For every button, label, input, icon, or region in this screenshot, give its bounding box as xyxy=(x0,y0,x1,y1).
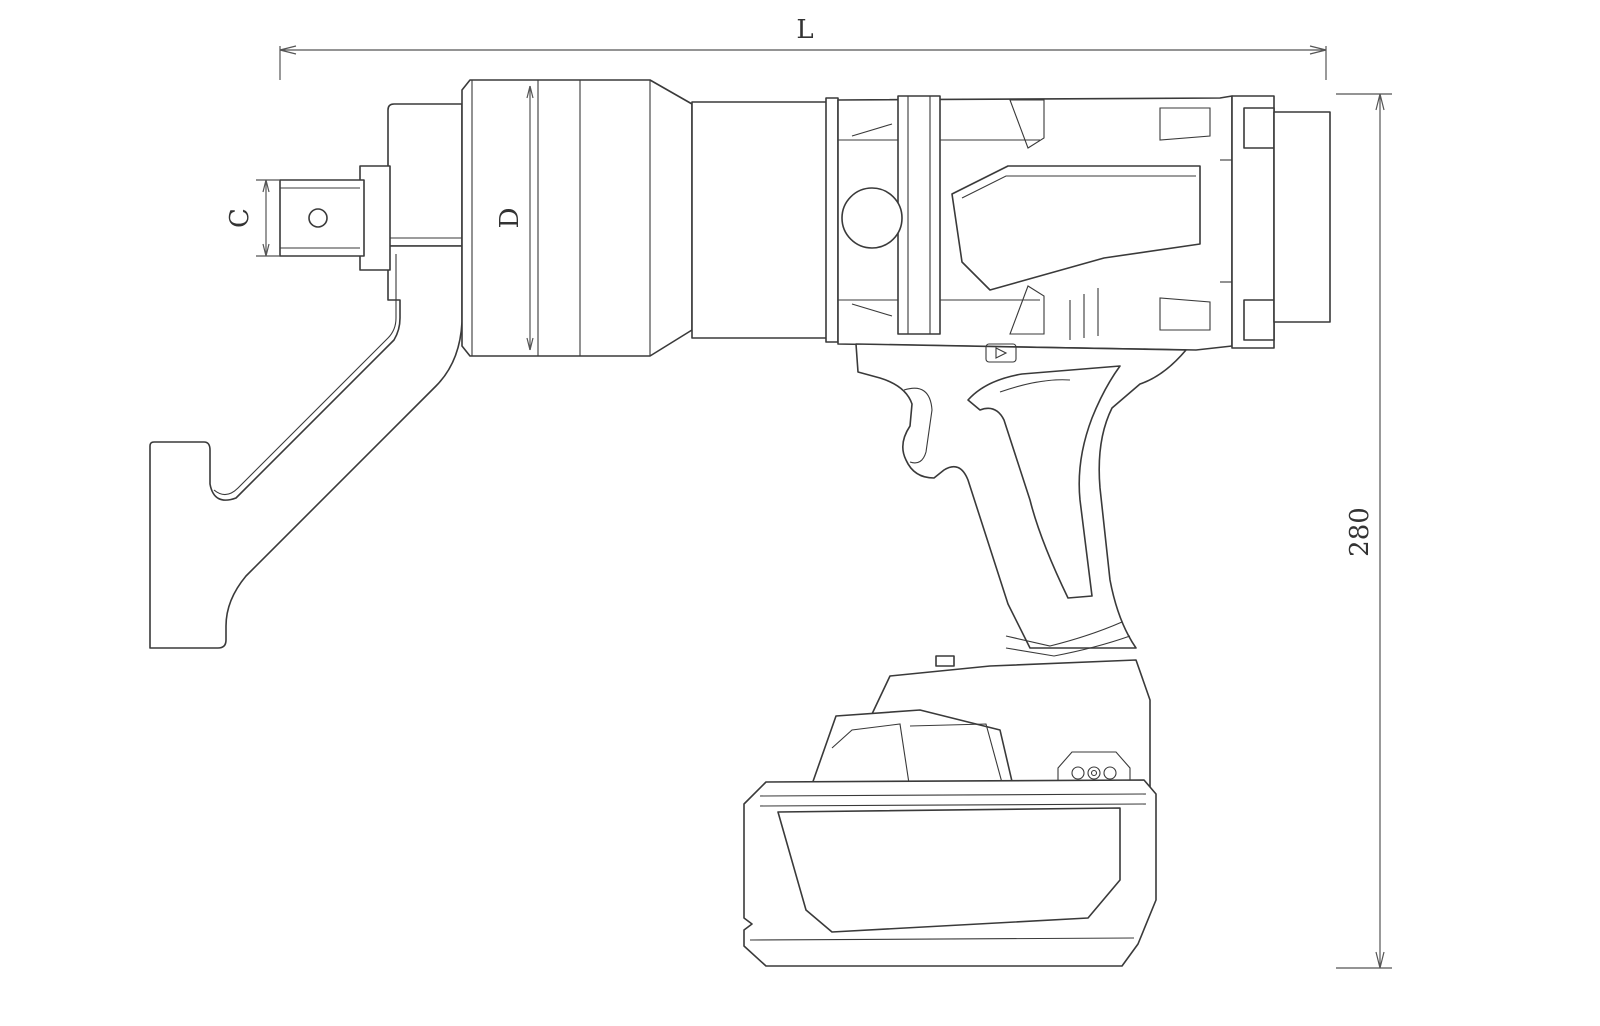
neck-tube xyxy=(691,97,839,343)
handle xyxy=(855,343,1187,657)
square-drive-label: C xyxy=(225,208,255,228)
height-label: 280 xyxy=(1345,507,1375,557)
dimension-square-drive: C xyxy=(225,179,280,257)
motor-housing xyxy=(837,95,1331,351)
length-label: L xyxy=(796,15,813,45)
dimension-height: 280 xyxy=(1336,93,1392,969)
direction-knob xyxy=(841,187,903,249)
dimension-length: L xyxy=(279,15,1327,80)
flange-diameter-label: D xyxy=(495,208,525,229)
square-drive xyxy=(279,165,391,271)
battery-pack xyxy=(743,655,1157,967)
gearbox-housing: D xyxy=(461,79,693,357)
